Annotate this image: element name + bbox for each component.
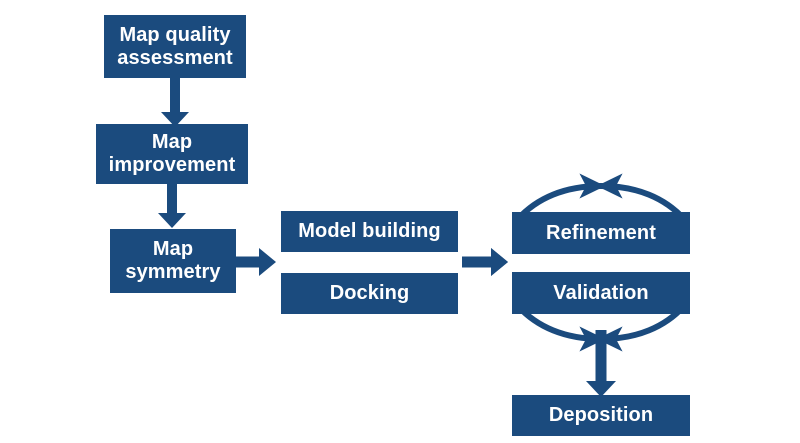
arrow-building-to-refinement	[462, 248, 508, 276]
node-validation[interactable]: Validation	[512, 272, 690, 314]
node-refinement[interactable]: Refinement	[512, 212, 690, 254]
node-label: Map quality assessment	[117, 23, 233, 69]
node-model-building[interactable]: Model building	[281, 211, 458, 252]
node-label: Model building	[298, 220, 441, 242]
node-docking[interactable]: Docking	[281, 273, 458, 314]
arrow-quality-to-improvement	[161, 78, 189, 127]
node-label: Map improvement	[108, 131, 236, 176]
node-label: Map symmetry	[125, 238, 221, 283]
node-deposition[interactable]: Deposition	[512, 395, 690, 436]
node-label: Refinement	[546, 221, 656, 244]
arrow-improvement-to-symmetry	[158, 184, 186, 228]
node-map-symmetry[interactable]: Map symmetry	[110, 229, 236, 293]
arrow-validation-to-deposition	[586, 330, 616, 397]
node-map-improvement[interactable]: Map improvement	[96, 124, 248, 184]
arrowhead-into-refinement	[491, 248, 508, 276]
node-label: Docking	[329, 282, 410, 304]
node-map-quality-assessment[interactable]: Map quality assessment	[104, 15, 246, 78]
node-label: Validation	[553, 281, 649, 304]
arrow-symmetry-to-building	[236, 248, 276, 276]
node-label: Deposition	[548, 404, 654, 426]
